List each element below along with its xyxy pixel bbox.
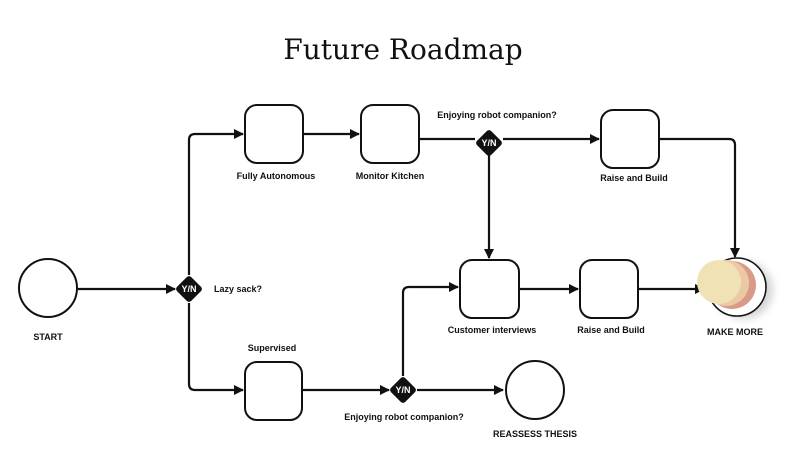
fully-autonomous-node: Fully Autonomous [237,104,316,181]
lazy-sack-decision: Y/N Lazy sack? [176,276,262,302]
make-more-label: MAKE MORE [707,327,763,337]
top-robot-diamond [476,130,502,156]
raise-build-top-box [600,109,660,169]
top-robot-symbol: Y/N [481,138,496,148]
top-robot-question: Enjoying robot companion? [437,110,557,120]
customer-interviews-node: Customer interviews [448,259,537,335]
customer-interviews-box [459,259,520,319]
bottom-robot-question: Enjoying robot companion? [344,412,464,422]
connector-raise-build-top-to-make-more [660,137,740,258]
lazy-sack-symbol: Y/N [181,284,196,294]
start-node: START [18,258,78,342]
connector-bottom-decision-to-customer-interviews [401,282,459,376]
start-circle [18,258,78,318]
monitor-kitchen-label: Monitor Kitchen [356,171,425,181]
raise-build-top-label: Raise and Build [600,173,668,183]
page-title: Future Roadmap [283,33,522,66]
fully-autonomous-box [244,104,304,164]
bottom-robot-symbol: Y/N [395,385,410,395]
connector-lazy-sack-to-supervised [187,303,244,395]
supervised-node: Supervised [244,343,303,421]
lazy-sack-question: Lazy sack? [214,284,262,294]
connector-lazy-sack-to-fully-autonomous [187,129,244,275]
supervised-label: Supervised [248,343,297,353]
reassess-thesis-label: REASSESS THESIS [493,429,577,439]
monitor-kitchen-box [360,104,420,164]
monitor-kitchen-node: Monitor Kitchen [356,104,425,181]
lazy-sack-diamond [176,276,202,302]
supervised-box [244,361,303,421]
make-more-glow-yellow [697,260,741,304]
make-more-node: MAKE MORE [697,257,773,337]
raise-build-mid-label: Raise and Build [577,325,645,335]
bottom-robot-diamond [390,377,416,403]
raise-build-mid-box [579,259,639,319]
reassess-thesis-node: REASSESS THESIS [493,360,577,439]
fully-autonomous-label: Fully Autonomous [237,171,316,181]
reassess-thesis-circle [505,360,565,420]
customer-interviews-label: Customer interviews [448,325,537,335]
top-robot-decision: Enjoying robot companion? Y/N [437,110,557,156]
raise-build-mid-node: Raise and Build [577,259,645,335]
connectors [78,129,740,395]
raise-build-top-node: Raise and Build [600,109,668,183]
bottom-robot-decision: Y/N Enjoying robot companion? [344,377,464,422]
start-label: START [33,332,63,342]
